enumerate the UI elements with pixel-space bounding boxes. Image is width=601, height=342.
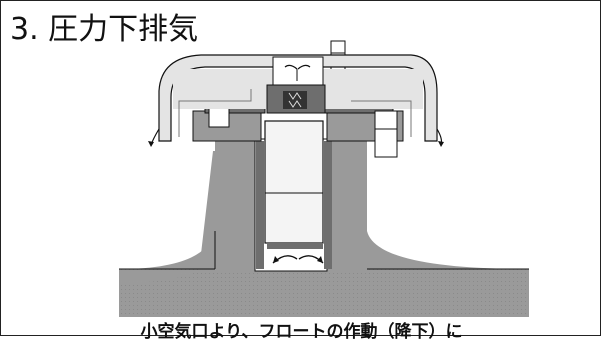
float (264, 120, 324, 244)
flow-arrow-right-head (317, 256, 323, 263)
pipe-inner-hatch (119, 269, 529, 317)
exhaust-arrow-right-head (438, 141, 444, 147)
riser-left-wall (215, 139, 255, 271)
exhaust-arrow-left-head (148, 141, 154, 147)
riser-right-wall (327, 139, 367, 271)
float-base (267, 243, 323, 249)
vent-box (272, 56, 324, 88)
flow-arrow-left-head (273, 256, 279, 263)
vent-arrow-up (284, 64, 311, 70)
bolt-right (374, 110, 398, 158)
orifice-insert (283, 91, 307, 109)
orifice-spring (288, 92, 302, 108)
riser-flare-right (367, 231, 529, 269)
diagram-caption: 小空気口より、フロートの作動（降下）に (140, 322, 463, 342)
guide-left (256, 141, 264, 269)
cover-vent-lines (178, 89, 412, 137)
guide-right (324, 141, 332, 269)
riser-flare-left (119, 231, 215, 269)
diagram-title: 3. 圧力下排気 (10, 12, 199, 47)
